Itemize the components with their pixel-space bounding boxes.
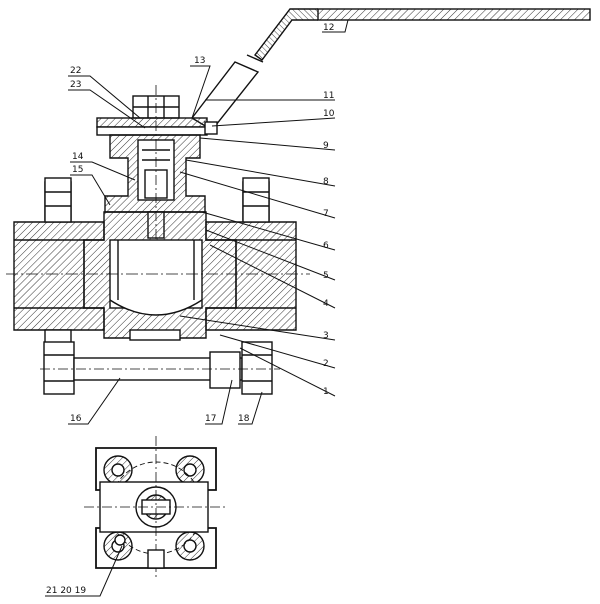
label-9: 9 — [323, 141, 329, 151]
label-18: 18 — [238, 414, 250, 424]
through-bolt — [40, 341, 280, 395]
label-15: 15 — [72, 165, 83, 175]
lock-plate — [96, 117, 218, 136]
top-bolts — [44, 177, 270, 223]
label-12: 12 — [323, 23, 334, 33]
label-21-20-19: 21 20 19 — [46, 586, 86, 596]
leader-lines — [45, 19, 349, 597]
label-13: 13 — [194, 56, 205, 66]
label-4: 4 — [323, 299, 329, 309]
label-10: 10 — [323, 109, 335, 119]
label-11: 11 — [323, 91, 334, 101]
label-5: 5 — [323, 271, 329, 281]
label-7: 7 — [323, 209, 329, 219]
label-2: 2 — [323, 359, 329, 369]
label-17: 17 — [205, 414, 216, 424]
label-1: 1 — [323, 387, 329, 397]
label-16: 16 — [70, 414, 82, 424]
label-3: 3 — [323, 331, 329, 341]
label-14: 14 — [72, 152, 84, 162]
label-22: 22 — [70, 66, 81, 76]
part-labels: 12 13 22 23 11 10 9 8 7 6 5 4 3 2 1 14 1… — [46, 23, 335, 596]
label-8: 8 — [323, 177, 329, 187]
label-23: 23 — [70, 80, 81, 90]
end-view — [84, 436, 228, 578]
label-6: 6 — [323, 241, 329, 251]
handle — [254, 8, 591, 61]
